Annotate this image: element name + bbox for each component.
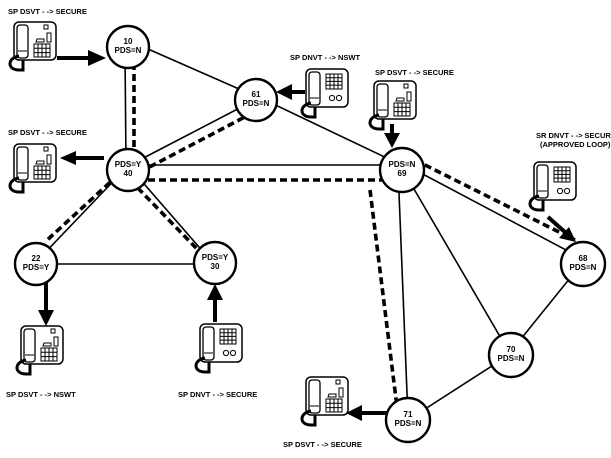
node-10-label-2: PDS=N <box>115 46 142 55</box>
node-71-label-2: PDS=N <box>395 419 422 428</box>
phone-p61-label: SP DNVT - -> NSWT <box>290 53 360 62</box>
phone-p71[interactable]: SP DSVT - -> SECURE <box>283 375 362 449</box>
node-69[interactable]: PDS=N 69 <box>378 146 426 194</box>
secure-path-69-68 <box>414 158 576 242</box>
phone-p30-label: SP DNVT - -> SECURE <box>178 390 257 399</box>
node-22[interactable]: 22 PDS=Y <box>13 241 59 287</box>
nodes: 10 PDS=N PDS=Y 40 61 PDS=N PDS=N 69 22 P… <box>13 24 607 444</box>
link-69-71 <box>397 167 409 419</box>
dsvt-phone-icon <box>300 375 350 427</box>
arrow-22-to-p22 <box>38 280 54 326</box>
dsvt-phone-icon <box>15 324 65 376</box>
node-68-label-1: 68 <box>579 254 588 263</box>
node-70-label-2: PDS=N <box>498 354 525 363</box>
dnvt-phone-icon <box>528 160 578 212</box>
node-40-label-1: PDS=Y <box>115 160 142 169</box>
phone-p68-label-2: (APPROVED LOOP) <box>540 140 611 149</box>
arrow-p68-to-68 <box>546 215 576 242</box>
dsvt-phone-icon <box>8 142 58 194</box>
node-30-label-2: 30 <box>211 262 220 271</box>
node-71-label-1: 71 <box>404 410 413 419</box>
phone-p40-label: SP DSVT - -> SECURE <box>8 128 87 137</box>
phone-p69[interactable]: SP DSVT - -> SECURE <box>368 68 454 131</box>
link-10-40 <box>124 49 127 166</box>
node-70-label-1: 70 <box>507 345 516 354</box>
node-69-label-1: PDS=N <box>389 160 416 169</box>
phone-p30[interactable]: SP DNVT - -> SECURE <box>178 322 257 399</box>
node-10-label-1: 10 <box>124 37 133 46</box>
phone-p71-label: SP DSVT - -> SECURE <box>283 440 362 449</box>
dnvt-phone-icon <box>300 67 350 119</box>
node-61-label-2: PDS=N <box>243 99 270 108</box>
node-40[interactable]: PDS=Y 40 <box>105 147 151 193</box>
node-61[interactable]: 61 PDS=N <box>233 77 279 123</box>
node-68[interactable]: 68 PDS=N <box>559 240 607 288</box>
phone-p68-label: SR DNVT - -> SECURE <box>536 131 611 140</box>
link-69-68 <box>399 161 584 260</box>
node-10[interactable]: 10 PDS=N <box>105 24 151 70</box>
dnvt-phone-icon <box>194 322 244 374</box>
node-68-label-2: PDS=N <box>570 263 597 272</box>
node-61-label-1: 61 <box>252 90 261 99</box>
arrow-p61-to-61 <box>276 84 305 100</box>
link-40-30 <box>131 169 213 263</box>
phone-p22-label: SP DSVT - -> NSWT <box>6 390 76 399</box>
node-69-label-2: 69 <box>398 169 407 178</box>
phone-p40[interactable]: SP DSVT - -> SECURE <box>8 128 87 194</box>
arrows <box>38 50 576 421</box>
secure-path-69-71 <box>368 189 400 416</box>
arrow-71-to-p71 <box>346 405 388 421</box>
arrow-p30-to-30 <box>207 284 223 322</box>
link-10-61 <box>131 41 256 97</box>
link-61-69 <box>264 99 396 163</box>
node-22-label-1: 22 <box>32 254 41 263</box>
node-22-label-2: PDS=Y <box>23 263 50 272</box>
phone-p69-label: SP DSVT - -> SECURE <box>375 68 454 77</box>
link-40-61 <box>129 99 256 166</box>
phones: SP DSVT - -> SECURE SP DSVT - -> SECURE … <box>6 7 611 449</box>
dsvt-phone-icon <box>368 79 418 131</box>
arrow-p69-to-69 <box>384 124 400 148</box>
phone-p22[interactable]: SP DSVT - -> NSWT <box>6 324 76 399</box>
node-40-label-2: 40 <box>124 169 133 178</box>
node-70[interactable]: 70 PDS=N <box>487 331 535 379</box>
secure-path-40-61 <box>139 106 263 174</box>
node-30-label-1: PDS=Y <box>202 253 229 262</box>
phone-p10-label: SP DSVT - -> SECURE <box>8 7 87 16</box>
arrow-40-to-p40 <box>60 151 104 165</box>
secure-path-40-22 <box>43 173 120 244</box>
dsvt-phone-icon <box>8 20 58 72</box>
phone-p61[interactable]: SP DNVT - -> NSWT <box>290 53 360 119</box>
phone-p10[interactable]: SP DSVT - -> SECURE <box>8 7 87 72</box>
arrow-p10-to-10 <box>57 50 106 66</box>
node-71[interactable]: 71 PDS=N <box>384 396 432 444</box>
link-69-70 <box>399 164 510 353</box>
phone-p68[interactable]: SR DNVT - -> SECURE (APPROVED LOOP) <box>528 131 611 212</box>
secure-path-40-30 <box>128 178 202 254</box>
node-30[interactable]: PDS=Y 30 <box>192 240 238 286</box>
